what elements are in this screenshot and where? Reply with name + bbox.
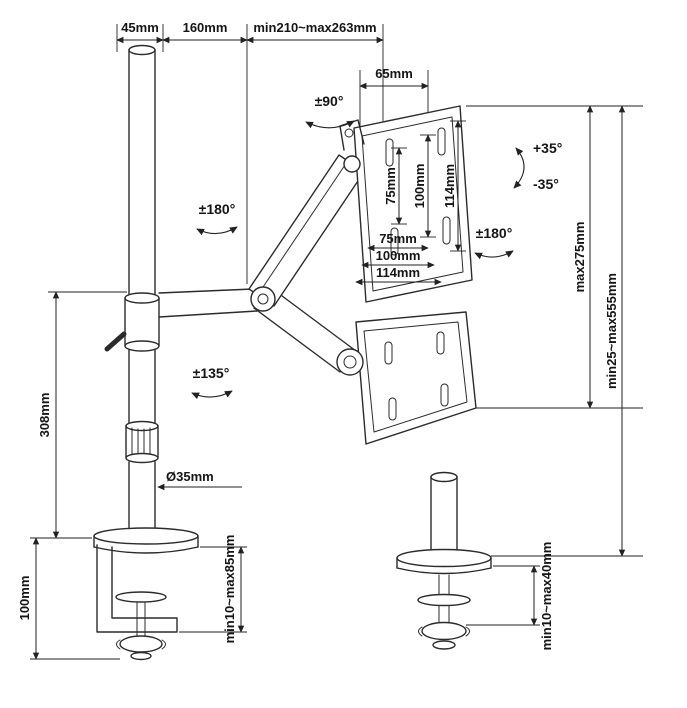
arc-tilt-35: [513, 147, 525, 189]
arc-180-arm: [196, 226, 238, 236]
arm-lower-position-ghost: [253, 286, 477, 445]
label-308: 308mm: [37, 393, 52, 438]
label-max275: max275mm: [572, 222, 587, 293]
label-plus-minus-180-plate: ±180°: [476, 225, 513, 241]
label-vesa-h-75: 75mm: [379, 231, 417, 246]
clamp-wing-knob: [119, 635, 163, 653]
dimension-vesa-horizontal: 75mm 100mm 114mm: [355, 231, 442, 286]
dimension-top-chain: 45mm 160mm min210~max263mm: [116, 20, 384, 284]
label-min25-max555: min25~max555mm: [604, 273, 619, 389]
clamp-pad: [115, 591, 167, 603]
label-vesa-v-100: 100mm: [412, 164, 427, 209]
label-plus-minus-90: ±90°: [315, 93, 344, 109]
dimension-vesa-vertical: 75mm 100mm 114mm: [383, 120, 466, 252]
vesa-plate-lower: [355, 311, 477, 445]
collar-lever: [104, 331, 127, 352]
label-clamp-100: 100mm: [17, 576, 32, 621]
arc-180-plate: [474, 250, 514, 260]
angle-annotations: ±90° ±180° ±180° ±135° +35° -35°: [191, 93, 562, 400]
label-min10-max40: min10~max40mm: [539, 542, 554, 651]
grommet-clamp-right: [396, 471, 492, 650]
label-tilt-minus-35: -35°: [533, 176, 559, 192]
label-tilt-plus-35: +35°: [533, 140, 562, 156]
desk-clamp-left: [93, 527, 199, 661]
label-min210-max263: min210~max263mm: [253, 20, 376, 35]
vesa-plate-upper: [339, 105, 473, 303]
elbow-joint: [250, 286, 276, 312]
label-min10-max85: min10~max85mm: [222, 535, 237, 644]
pole-knob: [125, 420, 159, 432]
grommet-washer: [417, 593, 471, 607]
arm-assembly: [158, 154, 365, 318]
arm-collar: [124, 292, 160, 304]
dimension-right-side: max275mm min25~max555mm: [466, 105, 643, 557]
clamp-bracket: [96, 544, 178, 633]
label-vesa-v-114: 114mm: [442, 164, 457, 208]
label-160mm: 160mm: [183, 20, 228, 35]
label-vesa-h-114: 114mm: [376, 265, 420, 280]
label-pole-diameter: Ø35mm: [166, 469, 214, 484]
label-65mm: 65mm: [375, 66, 413, 81]
grommet-wing-knob: [421, 621, 467, 641]
pole-diameter-callout: Ø35mm: [157, 469, 242, 491]
dimension-clamp-left: min10~max85mm: [179, 535, 247, 644]
arc-90: [305, 120, 355, 129]
dimension-clamp-right: min10~max40mm: [466, 542, 554, 651]
arc-135: [191, 390, 233, 400]
head-joint: [343, 155, 361, 173]
dimension-65mm: 65mm: [359, 66, 429, 128]
label-45mm: 45mm: [121, 20, 159, 35]
pole: [104, 44, 160, 531]
dimension-left-side: 308mm 100mm: [17, 291, 127, 660]
label-plus-minus-180-arm: ±180°: [199, 201, 236, 217]
label-plus-minus-135: ±135°: [193, 365, 230, 381]
gas-spring-arm: [248, 154, 365, 307]
label-vesa-v-75: 75mm: [383, 167, 398, 205]
label-vesa-h-100: 100mm: [376, 248, 421, 263]
